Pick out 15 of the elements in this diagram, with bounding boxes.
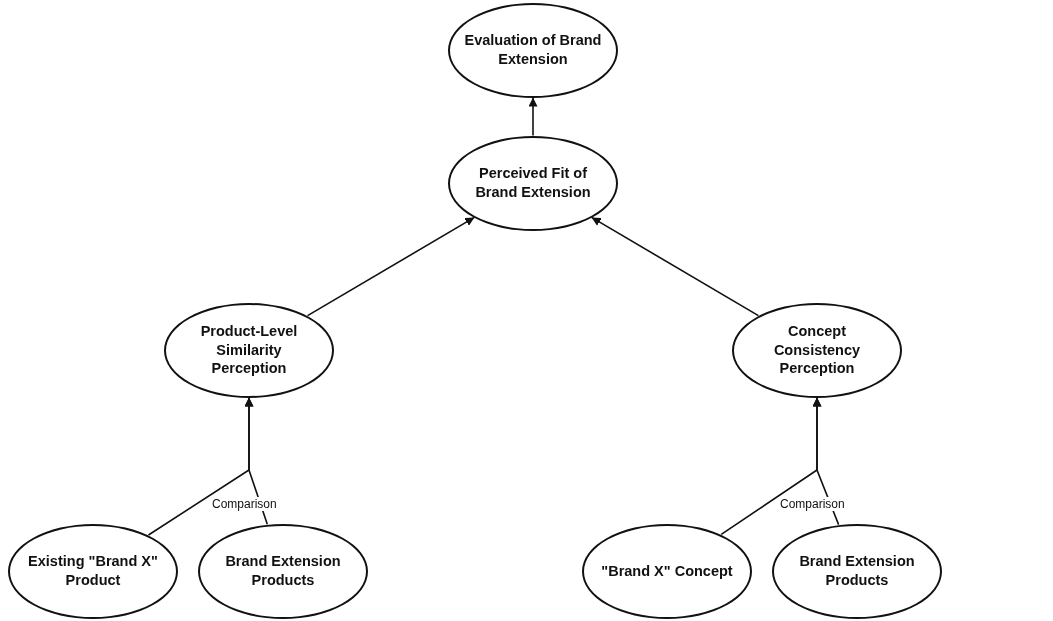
arrow (812, 396, 840, 526)
comparison-label: Comparison (210, 497, 279, 511)
node-text: Existing "Brand X" Product (27, 552, 159, 590)
node-text: Concept Consistency Perception (772, 321, 862, 379)
node-text: Product-Level Similarity Perception (199, 321, 299, 379)
node-text: "Brand X" Concept (600, 561, 734, 581)
node-text: Evaluation of Brand Extension (463, 31, 603, 69)
comparison-label: Comparison (778, 497, 847, 511)
node-text: Perceived Fit of Brand Extension (474, 164, 592, 202)
arrow (306, 216, 476, 317)
arrow (244, 396, 269, 526)
arrow (590, 216, 760, 317)
node-text: Brand Extension Products (224, 552, 342, 590)
arrow (528, 96, 538, 137)
node-text: Brand Extension Products (798, 552, 916, 590)
